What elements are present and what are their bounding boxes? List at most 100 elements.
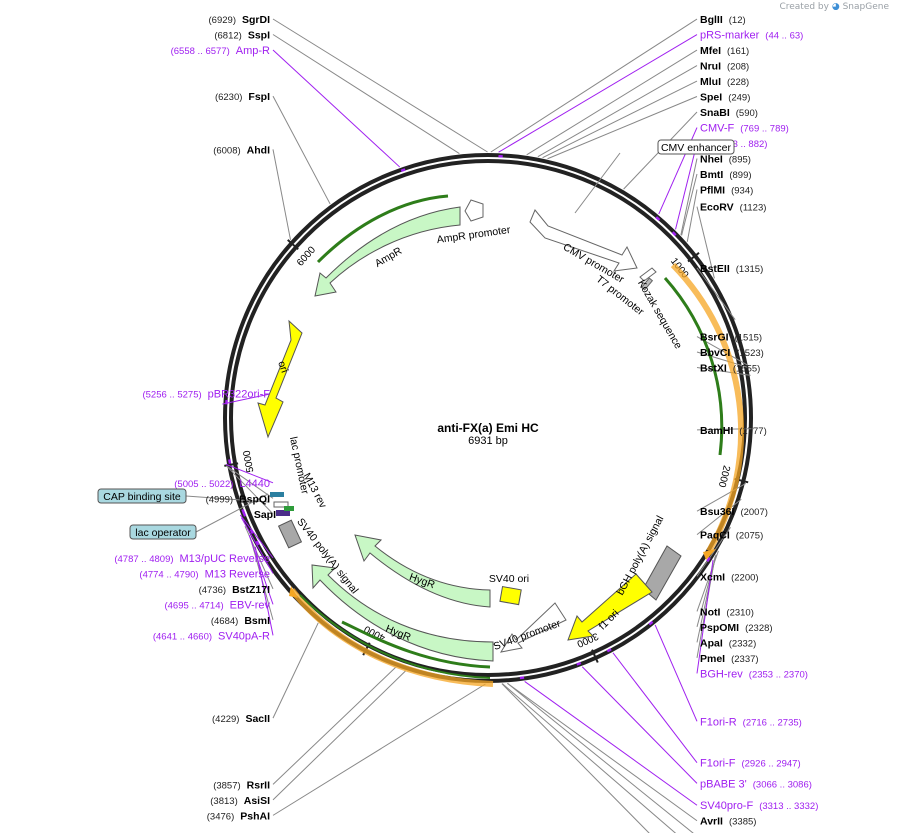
- enzyme-site-label[interactable]: MluI(228): [700, 76, 749, 88]
- boxed-feature-label[interactable]: CMV enhancer: [661, 142, 732, 154]
- enzyme-site-label[interactable]: NheI(895): [700, 154, 751, 166]
- enzyme-site-label[interactable]: BamHI(1777): [700, 425, 767, 437]
- lac-promoter-mark[interactable]: [284, 506, 294, 511]
- enzyme-name: TspMI: [700, 831, 730, 833]
- enzyme-site-label[interactable]: TspMI: [700, 831, 730, 833]
- m13-rev-mark[interactable]: [276, 510, 290, 516]
- primer-label[interactable]: (5005 .. 5022)L4440: [174, 478, 270, 490]
- lac-operator-mark[interactable]: [270, 492, 284, 497]
- enzyme-site-label[interactable]: NotI(2310): [700, 606, 754, 618]
- enzyme-site-label[interactable]: SpeI(249): [700, 92, 750, 104]
- f1-ori-arrow[interactable]: [567, 573, 653, 641]
- ori-arrow[interactable]: [257, 319, 303, 439]
- feature-label-sv40-ori[interactable]: SV40 ori: [489, 573, 529, 585]
- orf-orange-arc[interactable]: [670, 262, 745, 553]
- enzyme-site-label[interactable]: XcmI(2200): [700, 571, 759, 583]
- enzyme-site-label[interactable]: BsrGI(1515): [700, 332, 762, 344]
- primer-label[interactable]: (4695 .. 4714)EBV-rev: [164, 599, 270, 611]
- primer-leader: [498, 34, 698, 153]
- primer-label[interactable]: CMV-F(769 .. 789): [700, 123, 789, 135]
- enzyme-position: (2200): [731, 572, 758, 583]
- kozak-sequence-box[interactable]: [640, 277, 654, 291]
- sv40-polya-gray-box[interactable]: [277, 519, 303, 549]
- enzyme-site-label[interactable]: (6812)SspI: [214, 30, 270, 42]
- enzyme-site-label[interactable]: MfeI(161): [700, 45, 749, 57]
- feature-label-kozak[interactable]: Kozak sequence: [635, 278, 684, 351]
- site-leader: [696, 498, 742, 535]
- hygr-inner-arrow[interactable]: [354, 534, 491, 608]
- enzyme-site-label[interactable]: BglII(12): [700, 14, 746, 26]
- sv40-promoter-arrow[interactable]: [499, 602, 567, 653]
- hygr-outer-arrow[interactable]: [311, 564, 494, 662]
- enzyme-site-label[interactable]: Bsu36I(2007): [700, 506, 768, 518]
- enzyme-site-label[interactable]: PspOMI(2328): [700, 622, 773, 634]
- enzyme-site-label[interactable]: BstEII(1315): [700, 263, 763, 275]
- primer-label[interactable]: (4774 .. 4790)M13 Reverse: [139, 568, 270, 580]
- primer-label[interactable]: (4787 .. 4809)M13/pUC Reverse: [114, 553, 270, 565]
- feature-label-sv40-promoter[interactable]: SV40 promoter: [492, 617, 563, 653]
- ampr-promoter-arrow[interactable]: [464, 199, 484, 222]
- ampr-arrow[interactable]: [314, 206, 461, 297]
- enzyme-site-label[interactable]: SapI: [254, 509, 276, 521]
- t7-promoter-arrow[interactable]: [639, 267, 657, 282]
- enzyme-site-label[interactable]: (3857)RsrII: [213, 779, 270, 791]
- enzyme-site-label[interactable]: EcoRV(1123): [700, 202, 766, 214]
- enzyme-site-label[interactable]: (4229)SacII: [212, 713, 270, 725]
- sv40-ori-box[interactable]: [499, 585, 522, 606]
- boxed-feature-label[interactable]: lac operator: [135, 527, 191, 539]
- enzyme-site-label[interactable]: AvrII(3385): [700, 816, 756, 828]
- primer-label[interactable]: BGH-rev(2353 .. 2370): [700, 668, 808, 680]
- enzyme-site-label[interactable]: (6008)AhdI: [213, 144, 270, 156]
- enzyme-site-label[interactable]: BstXI(1555): [700, 363, 760, 375]
- site-leader: [526, 49, 698, 156]
- enzyme-position: (1123): [740, 203, 767, 214]
- enzyme-name: BbvCI: [700, 347, 730, 359]
- bgh-polya-box[interactable]: [642, 545, 682, 601]
- primer-range: (44 .. 63): [765, 31, 803, 42]
- site-leader: [272, 149, 291, 240]
- tick-label: 6000: [295, 244, 318, 268]
- hygr-green-line: [341, 620, 491, 669]
- primer-label[interactable]: (5256 .. 5275)pBR322ori-F: [142, 388, 270, 400]
- primer-label[interactable]: SV40pro-F(3313 .. 3332): [700, 800, 818, 812]
- enzyme-site-label[interactable]: (3476)PshAI: [207, 810, 270, 822]
- enzyme-site-label[interactable]: (4684)BsmI: [211, 615, 270, 627]
- enzyme-name: NotI: [700, 606, 720, 618]
- feature-label-ori[interactable]: ori: [275, 359, 290, 374]
- feature-label-hygr-outer[interactable]: HygR: [384, 623, 413, 644]
- cap-binding-mark[interactable]: [273, 501, 289, 508]
- site-leader: [272, 670, 406, 801]
- enzyme-name: BstZ17I: [232, 584, 270, 596]
- primer-label[interactable]: (4641 .. 4660)SV40pA-R: [153, 630, 270, 642]
- enzyme-name: PshAI: [240, 810, 270, 822]
- feature-label-hygr-inner[interactable]: HygR: [408, 571, 437, 591]
- enzyme-site-label[interactable]: BbvCI (1523): [700, 347, 764, 359]
- enzyme-site-label[interactable]: PflMI(934): [700, 185, 753, 197]
- enzyme-position: (1523): [736, 348, 763, 359]
- enzyme-site-label[interactable]: (4999)BspQI: [206, 493, 270, 505]
- primer-label[interactable]: F1ori-R(2716 .. 2735): [700, 716, 802, 728]
- enzyme-site-label[interactable]: ApaI(2332): [700, 637, 756, 649]
- primer-label[interactable]: pRS-marker(44 .. 63): [700, 30, 803, 42]
- primer-label[interactable]: F1ori-F(2926 .. 2947): [700, 758, 801, 770]
- primer-mark: [255, 540, 260, 546]
- enzyme-site-label[interactable]: PmeI(2337): [700, 653, 759, 665]
- orf-green-arc[interactable]: [663, 277, 724, 456]
- enzyme-site-label[interactable]: BmtI(899): [700, 169, 752, 181]
- site-leader: [272, 622, 319, 719]
- feature-label-ampr-promoter[interactable]: AmpR promoter: [436, 224, 512, 246]
- outer-orange-arc[interactable]: [289, 588, 494, 687]
- enzyme-site-label[interactable]: (6929)SgrDI: [209, 14, 271, 26]
- enzyme-site-label[interactable]: NruI(208): [700, 61, 749, 73]
- cmv-promoter-arrow[interactable]: [529, 209, 638, 272]
- primer-label[interactable]: pBABE 3'(3066 .. 3086): [700, 778, 812, 790]
- enzyme-site-label[interactable]: SnaBI(590): [700, 107, 758, 119]
- enzyme-position: (6008): [213, 145, 240, 156]
- enzyme-site-label[interactable]: (6230)FspI: [215, 91, 270, 103]
- boxed-feature-label[interactable]: CAP binding site: [103, 491, 181, 503]
- enzyme-site-label[interactable]: (3813)AsiSI: [210, 795, 270, 807]
- enzyme-site-label[interactable]: PaqCI(2075): [700, 530, 763, 542]
- enzyme-site-label[interactable]: (4736)BstZ17I: [199, 584, 270, 596]
- primer-label[interactable]: (6558 .. 6577)Amp-R: [171, 45, 270, 57]
